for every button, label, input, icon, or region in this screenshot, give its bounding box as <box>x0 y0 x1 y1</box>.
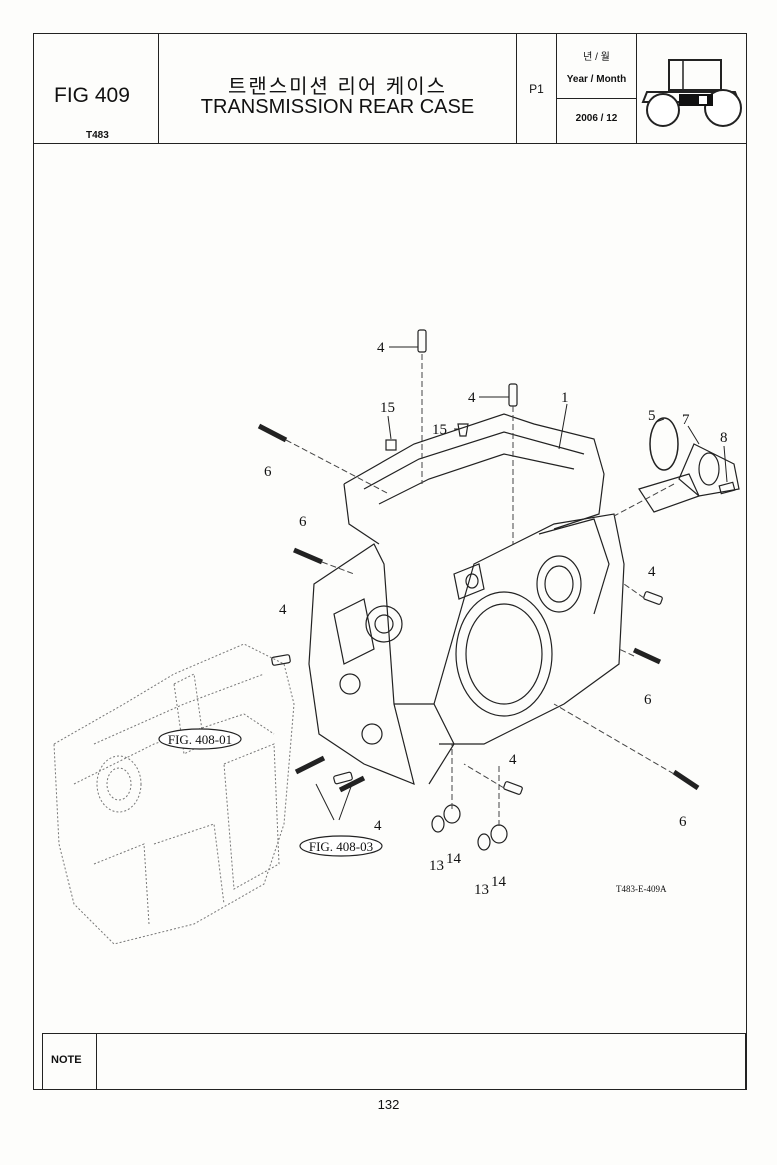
ring-part-5 <box>649 417 679 471</box>
title-english: TRANSMISSION REAR CASE <box>200 96 475 118</box>
callout-6: 6 <box>264 464 272 480</box>
header: FIG 409 T483 트랜스미션 리어 케이스 TRANSMISSION R… <box>34 34 746 144</box>
callout-4: 4 <box>648 564 656 580</box>
fig-reference-408-03[interactable]: FIG. 408-03 <box>299 835 383 857</box>
callout-13: 13 <box>474 882 489 898</box>
title-cell: 트랜스미션 리어 케이스 TRANSMISSION REAR CASE <box>159 34 517 143</box>
date-cell: 년 / 월 Year / Month 2006 / 12 <box>557 34 637 143</box>
plugs-part-15 <box>385 423 469 451</box>
ghost-transmission-outline <box>53 643 295 945</box>
fig-reference-408-01[interactable]: FIG. 408-01 <box>158 728 242 750</box>
part-callouts: 4 4 1 5 7 8 15 15 6 6 4 4 6 4 4 6 13 14 … <box>264 340 728 898</box>
date-label-korean: 년 / 월 <box>583 52 610 63</box>
rear-case-body <box>308 413 625 785</box>
callout-1: 1 <box>561 390 569 406</box>
tractor-cell <box>637 34 746 143</box>
fig-cell: FIG 409 T483 <box>34 34 159 143</box>
cover-part-7 <box>638 443 740 513</box>
callout-4: 4 <box>377 340 385 356</box>
date-label-english: Year / Month <box>566 74 627 85</box>
callout-4: 4 <box>374 818 382 834</box>
studs <box>257 423 700 793</box>
bolt-part-8 <box>718 481 736 495</box>
callout-6: 6 <box>679 814 687 830</box>
callout-15: 15 <box>432 422 447 438</box>
label-leaders <box>315 346 728 821</box>
callout-14: 14 <box>491 874 507 890</box>
page-code: P1 <box>529 82 544 96</box>
callout-7: 7 <box>682 412 690 428</box>
callout-13: 13 <box>429 858 444 874</box>
exploded-view-diagram: 4 4 1 5 7 8 15 15 6 6 4 4 6 4 4 6 13 14 … <box>53 329 740 945</box>
page-frame: FIG 409 T483 트랜스미션 리어 케이스 TRANSMISSION R… <box>33 33 747 1090</box>
date-divider <box>557 98 636 99</box>
callout-4: 4 <box>468 390 476 406</box>
title-korean: 트랜스미션 리어 케이스 <box>227 76 448 98</box>
assembly-leader-lines <box>285 354 675 826</box>
dowel-pins <box>271 329 663 795</box>
washers-nuts <box>431 804 508 851</box>
page-code-cell: P1 <box>517 34 557 143</box>
callout-5: 5 <box>648 408 656 424</box>
reference-label: FIG. 408-03 <box>309 839 373 854</box>
model-code: T483 <box>86 130 109 141</box>
diagram-area: 4 4 1 5 7 8 15 15 6 6 4 4 6 4 4 6 13 14 … <box>34 144 746 1031</box>
callout-6: 6 <box>299 514 307 530</box>
callout-4: 4 <box>509 752 517 768</box>
callout-8: 8 <box>720 430 728 446</box>
page-number: 132 <box>377 1097 400 1112</box>
date-value: 2006 / 12 <box>575 113 618 124</box>
callout-4: 4 <box>279 602 287 618</box>
reference-label: FIG. 408-01 <box>168 732 232 747</box>
callout-15: 15 <box>380 400 395 416</box>
fig-number: FIG 409 <box>54 84 130 107</box>
callout-14: 14 <box>446 851 462 867</box>
tractor-icon <box>641 59 742 127</box>
drawing-code: T483-E-409A <box>616 884 667 894</box>
note-row: NOTE <box>42 1033 746 1090</box>
callout-6: 6 <box>644 692 652 708</box>
note-label: NOTE <box>43 1034 97 1089</box>
